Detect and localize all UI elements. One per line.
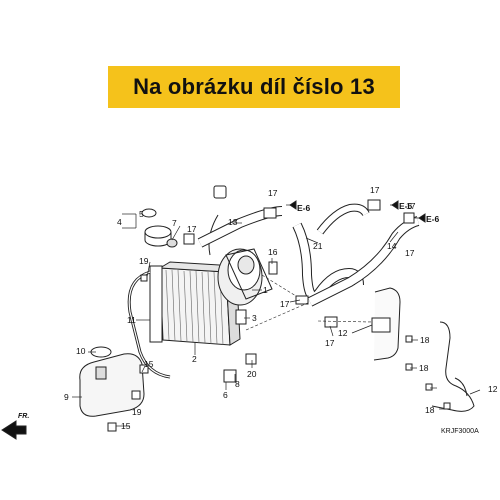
radiator-cap [141, 208, 178, 248]
callout-10: 10 [76, 346, 86, 356]
callout-19-a: 19 [139, 256, 149, 266]
callout-7: 7 [172, 218, 177, 228]
diagram-reference-code: KRJF3000A [441, 428, 479, 435]
fasteners [107, 199, 451, 432]
callout-e6-a: E-6 [297, 203, 311, 213]
callout-17-f: 17 [280, 299, 290, 309]
callout-1: 1 [263, 285, 268, 295]
callout-4: 4 [117, 217, 122, 227]
callout-17-a: 17 [187, 224, 197, 234]
callout-16: 16 [268, 247, 278, 257]
callout-18-a: 18 [420, 335, 430, 345]
wiring-harness [431, 321, 475, 412]
callout-17-g: 17 [325, 338, 335, 348]
callout-17-e: 17 [405, 248, 415, 258]
callout-2: 2 [192, 354, 197, 364]
fan-motor-assembly [208, 185, 273, 306]
callout-17-b: 17 [268, 188, 278, 198]
callout-e6-c: E-6 [426, 214, 440, 224]
callout-12-b: 12 [488, 384, 498, 394]
reference-dashed-lines [245, 274, 373, 331]
callout-5: 5 [139, 209, 144, 219]
callout-15-a: 15 [144, 359, 154, 369]
callout-13: 13 [228, 217, 238, 227]
front-direction-label: FR. [18, 413, 29, 420]
callout-8: 8 [235, 379, 240, 389]
callout-e6-b: E-6 [399, 201, 413, 211]
callout-6: 6 [223, 390, 228, 400]
callout-12-a: 12 [338, 328, 348, 338]
callout-19-b: 19 [132, 407, 142, 417]
bracket-12 [371, 287, 401, 361]
e6-reference-arrows [289, 200, 426, 223]
callout-18-b: 18 [419, 363, 429, 373]
part-number-banner: Na obrázku díl číslo 13 [108, 66, 400, 108]
banner-text: Na obrázku díl číslo 13 [133, 74, 375, 99]
callout-3: 3 [252, 313, 257, 323]
front-direction-arrow [1, 420, 27, 440]
callout-9: 9 [64, 392, 69, 402]
callout-20: 20 [247, 369, 257, 379]
callout-15-b: 15 [121, 421, 131, 431]
callout-14: 14 [387, 241, 397, 251]
reserve-tank [79, 346, 145, 417]
callout-21: 21 [313, 241, 323, 251]
callout-11: 11 [127, 315, 136, 325]
callout-17-d: 17 [406, 201, 416, 211]
callout-17-c: 17 [370, 185, 380, 195]
callout-18-c: 18 [425, 405, 435, 415]
callout-labels: 4 5 7 17 13 17 17 17 E-6 E-6 E-6 16 21 1… [18, 185, 498, 435]
